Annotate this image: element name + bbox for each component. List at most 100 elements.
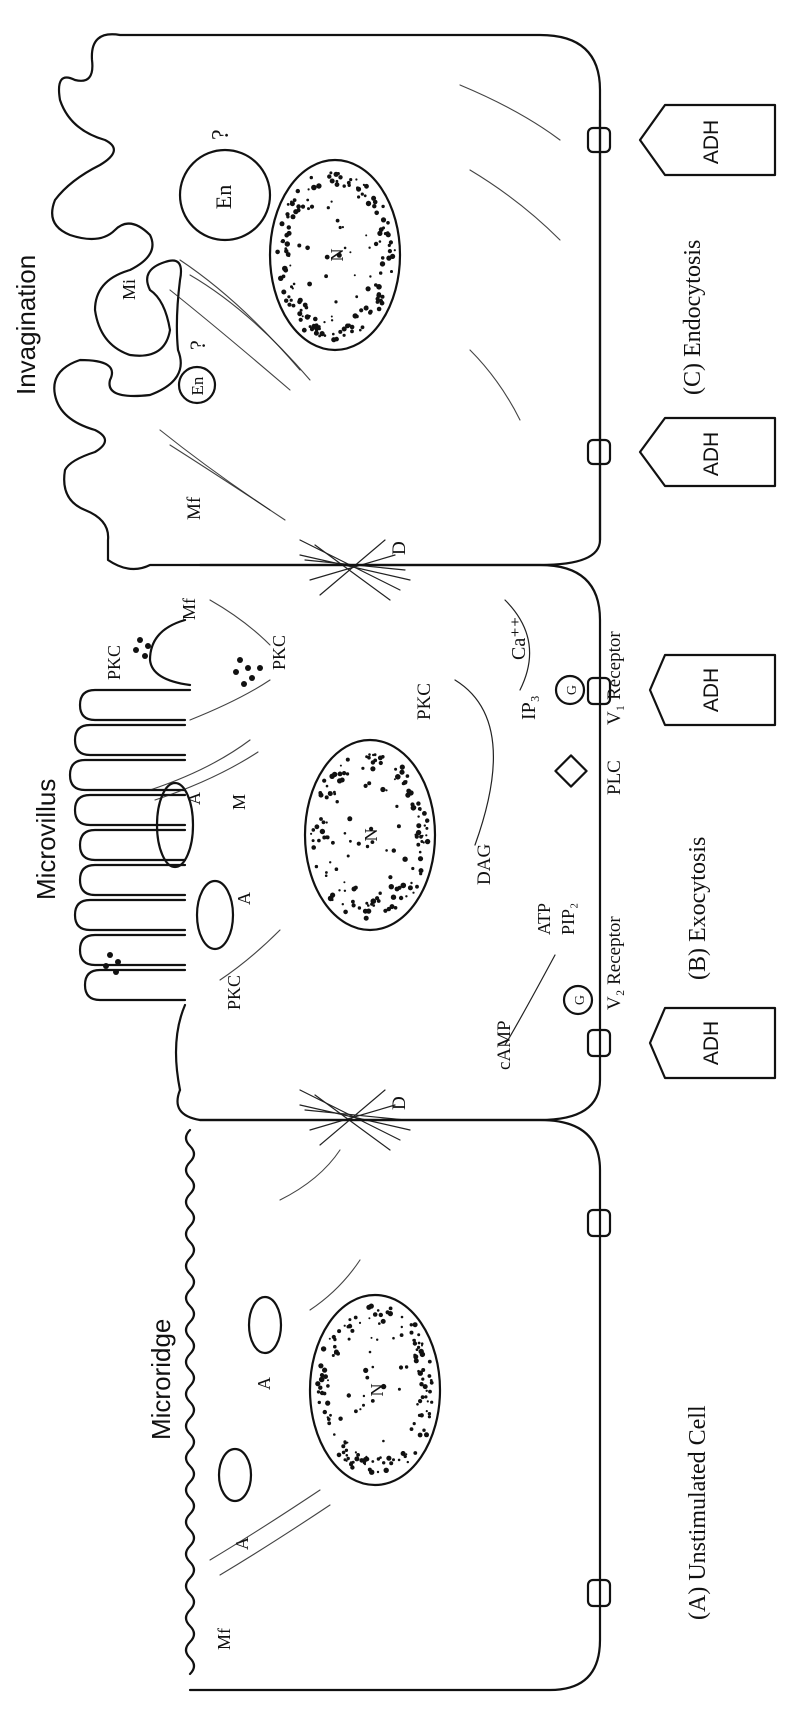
chromatin-dot xyxy=(361,193,364,196)
adh-b-1: ADH xyxy=(650,655,775,725)
chromatin-dot xyxy=(286,215,289,218)
chromatin-dot xyxy=(386,1456,391,1461)
chromatin-dot xyxy=(379,1456,382,1459)
chromatin-dot xyxy=(389,240,393,244)
chromatin-dot xyxy=(317,1390,320,1393)
chromatin-dot xyxy=(412,1339,415,1342)
chromatin-dot xyxy=(302,315,304,317)
chromatin-dot xyxy=(364,1463,366,1465)
chromatin-dot xyxy=(376,293,381,298)
nucleus-c-label: N xyxy=(327,249,347,262)
chromatin-dot xyxy=(331,316,333,318)
chromatin-dot xyxy=(422,1429,425,1432)
chromatin-dot xyxy=(303,303,308,308)
chromatin-dot xyxy=(378,1322,381,1325)
chromatin-dot xyxy=(430,1381,434,1385)
chromatin-dot xyxy=(375,896,379,900)
chromatin-dot xyxy=(344,1325,346,1327)
chromatin-dot xyxy=(371,196,376,201)
chromatin-dot xyxy=(281,290,286,295)
chromatin-dot xyxy=(374,753,377,756)
chromatin-dot xyxy=(417,1346,420,1349)
chromatin-dot xyxy=(389,1307,393,1311)
chromatin-dot xyxy=(337,1329,341,1333)
chromatin-dot xyxy=(284,249,288,253)
pkc-arrow-label: PKC xyxy=(414,683,435,720)
chromatin-dot xyxy=(381,205,384,208)
chromatin-dot xyxy=(394,249,396,251)
chromatin-dot xyxy=(347,855,350,858)
chromatin-dot xyxy=(418,807,422,811)
svg-text:ADH: ADH xyxy=(700,668,723,712)
chromatin-dot xyxy=(317,839,321,843)
chromatin-dot xyxy=(412,892,414,894)
chromatin-dot xyxy=(423,1384,428,1389)
chromatin-dot xyxy=(366,845,369,848)
chromatin-dot xyxy=(425,834,427,836)
chromatin-dot xyxy=(416,823,421,828)
chromatin-dot xyxy=(369,1351,372,1354)
microvilli xyxy=(70,620,190,1090)
chromatin-dot xyxy=(391,895,394,898)
chromatin-dot xyxy=(426,1410,428,1412)
chromatin-dot xyxy=(351,900,355,904)
chromatin-dot xyxy=(305,246,310,251)
chromatin-dot xyxy=(296,204,301,209)
chromatin-dot xyxy=(389,884,394,889)
chromatin-dot xyxy=(401,1326,403,1328)
chromatin-dot xyxy=(371,1399,375,1403)
surface-b-label: Microvillus xyxy=(31,779,61,900)
chromatin-dot xyxy=(342,327,347,332)
chromatin-dot xyxy=(380,787,385,792)
chromatin-dot xyxy=(312,839,315,842)
chromatin-dot xyxy=(334,172,339,177)
chromatin-dot xyxy=(363,184,365,186)
chromatin-dot xyxy=(291,214,296,219)
chromatin-dot xyxy=(353,313,358,318)
chromatin-dot xyxy=(401,1316,404,1319)
microfilament-a-label: Mf xyxy=(214,1628,234,1650)
chromatin-dot xyxy=(305,314,310,319)
chromatin-dot xyxy=(342,903,344,905)
chromatin-dot xyxy=(320,1391,324,1395)
chromatin-dot xyxy=(349,251,351,253)
chromatin-dot xyxy=(290,201,293,204)
chromatin-dot xyxy=(402,1451,405,1454)
chromatin-dot xyxy=(322,1368,327,1373)
chromatin-dot xyxy=(338,889,340,891)
chromatin-dot xyxy=(392,1458,395,1461)
chromatin-dot xyxy=(347,181,351,185)
chromatin-dot xyxy=(319,817,323,821)
chromatin-dot xyxy=(382,226,385,229)
chromatin-dot xyxy=(359,308,363,312)
chromatin-dot xyxy=(420,840,423,843)
pip2-label: PIP₂ xyxy=(558,903,578,935)
chromatin-dot xyxy=(363,1395,365,1397)
chromatin-dot xyxy=(392,1337,395,1340)
chromatin-dot xyxy=(367,781,371,785)
chromatin-dot xyxy=(341,1444,345,1448)
chromatin-dot xyxy=(330,893,335,898)
chromatin-dot xyxy=(290,299,293,302)
svg-text:G: G xyxy=(565,685,580,695)
chromatin-dot xyxy=(296,189,300,193)
chromatin-dot xyxy=(411,805,416,810)
chromatin-dot xyxy=(334,337,339,342)
chromatin-dot xyxy=(343,334,346,337)
chromatin-dot xyxy=(345,1449,348,1452)
svg-text:G: G xyxy=(573,995,588,1005)
chromatin-dot xyxy=(361,767,364,770)
chromatin-dot xyxy=(335,867,339,871)
chromatin-dot xyxy=(379,240,382,243)
chromatin-dot xyxy=(366,909,371,914)
chromatin-dot xyxy=(324,274,328,278)
chromatin-dot xyxy=(424,1432,429,1437)
chromatin-dot xyxy=(346,1454,349,1457)
chromatin-dot xyxy=(344,832,347,835)
chromatin-dot xyxy=(428,1360,432,1364)
chromatin-dot xyxy=(413,1354,418,1359)
chromatin-dot xyxy=(372,904,375,907)
chromatin-dot xyxy=(380,261,385,266)
chromatin-dot xyxy=(404,1455,407,1458)
chromatin-dot xyxy=(324,334,327,337)
